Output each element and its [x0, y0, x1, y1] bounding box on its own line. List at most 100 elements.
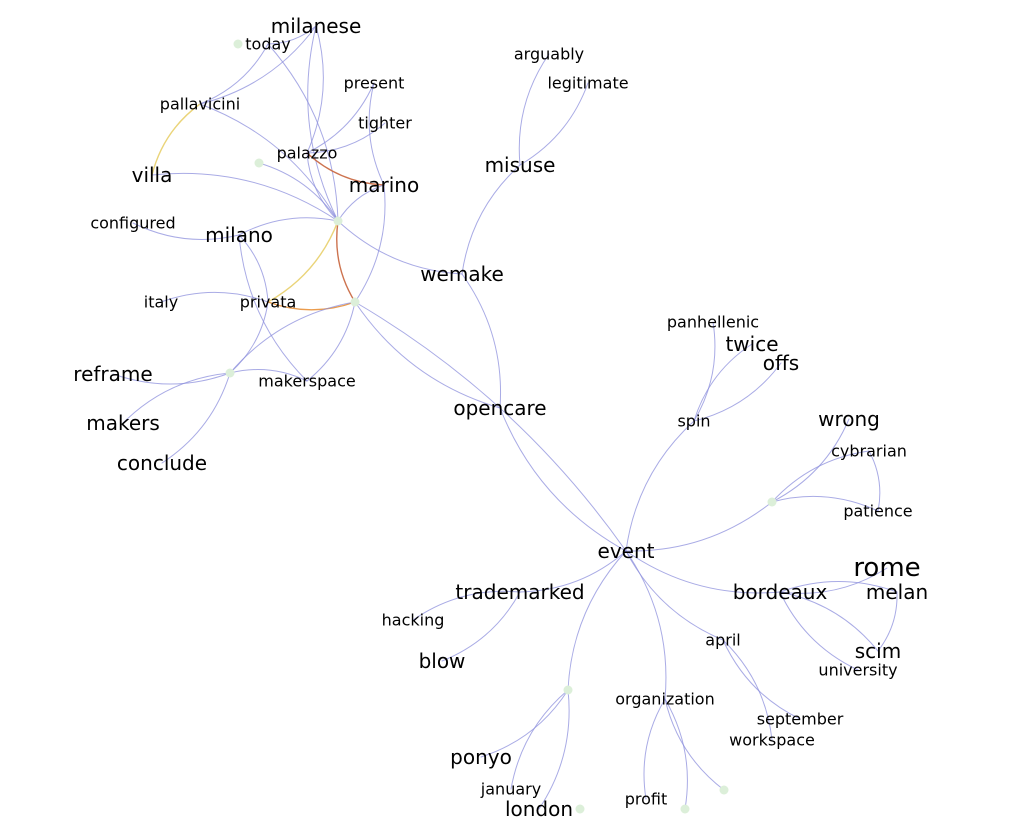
- node-label-misuse: misuse: [485, 153, 556, 177]
- edge-present-marino: [368, 82, 385, 186]
- node-dot-hub_d: [225, 368, 235, 378]
- edge-privata-hub_c: [267, 301, 356, 311]
- edge-hub_b-privata: [267, 220, 339, 303]
- edge-hub_f-london: [538, 689, 570, 810]
- edge-milanese-hub_b: [307, 25, 339, 222]
- node-dot-hub_g: [680, 804, 690, 814]
- edge-hub_c-opencare: [354, 301, 501, 409]
- node-label-milano: milano: [205, 223, 273, 247]
- node-dot-hub_e: [767, 497, 777, 507]
- edge-hub_f-ponyo: [480, 689, 569, 758]
- edge-pallavicini-hub_b: [199, 103, 339, 222]
- node-label-twice: twice: [725, 332, 778, 356]
- node-label-tighter: tighter: [358, 114, 412, 133]
- node-label-trademarked: trademarked: [455, 580, 584, 604]
- edge-misuse-wemake: [461, 164, 521, 275]
- node-label-opencare: opencare: [453, 396, 546, 420]
- edge-privata-hub_d: [229, 301, 269, 374]
- edge-cybrarian-patience: [868, 450, 881, 512]
- edge-twice-spin: [693, 343, 753, 422]
- node-label-september: september: [757, 710, 844, 729]
- edge-panhellenic-spin: [693, 321, 716, 422]
- edge-event-bordeaux: [625, 550, 781, 594]
- edge-melan-scim: [877, 591, 898, 652]
- node-label-patience: patience: [843, 502, 912, 521]
- node-label-villa: villa: [132, 163, 173, 187]
- node-label-marino: marino: [349, 173, 419, 197]
- edge-today-pallavicini: [199, 43, 269, 105]
- node-label-present: present: [344, 74, 405, 93]
- node-label-makers: makers: [86, 411, 160, 435]
- edge-makers-hub_d: [122, 372, 231, 424]
- node-label-wrong: wrong: [818, 407, 880, 431]
- edge-organization-hub_h: [664, 698, 725, 791]
- edge-opencare-event: [499, 407, 627, 552]
- edge-hub_c-makerspace: [306, 301, 356, 382]
- edge-event-organization: [625, 550, 667, 700]
- edge-bordeaux-melan: [779, 580, 898, 593]
- edge-marino-hub_b: [337, 184, 385, 222]
- edge-present-palazzo: [306, 82, 375, 154]
- node-label-configured: configured: [90, 214, 175, 233]
- node-dot-hub_h: [719, 785, 729, 795]
- edge-bordeaux-scim: [779, 591, 879, 652]
- edge-reframe-hub_d: [112, 372, 231, 385]
- edge-spin-event: [625, 420, 695, 552]
- node-label-ponyo: ponyo: [450, 745, 512, 769]
- edge-palazzo-hub_b: [306, 152, 339, 222]
- node-label-spin: spin: [677, 412, 710, 431]
- edge-hub_a-hub_b: [258, 162, 339, 222]
- node-label-event: event: [598, 539, 655, 563]
- node-label-layer: milanesetodaypallavicinivillapresenttigh…: [73, 14, 928, 821]
- edge-april-september: [722, 639, 801, 720]
- node-label-scim: scim: [855, 639, 901, 663]
- node-label-italy: italy: [144, 293, 178, 312]
- edge-milano-makerspace: [238, 234, 308, 382]
- node-label-hacking: hacking: [382, 611, 445, 630]
- node-label-rome: rome: [853, 553, 920, 583]
- edge-event-trademarked: [519, 550, 627, 593]
- edge-marino-hub_c: [354, 184, 386, 303]
- edge-organization-hub_g: [664, 698, 688, 810]
- node-label-workspace: workspace: [729, 731, 815, 750]
- node-dot-hub_f: [563, 685, 573, 695]
- node-dot-hub_c: [350, 297, 360, 307]
- edge-conclude-hub_d: [161, 372, 231, 464]
- edge-wrong-hub_e: [771, 418, 850, 503]
- node-label-melan: melan: [866, 580, 928, 604]
- edge-today-hub_b: [267, 43, 339, 222]
- node-label-profit: profit: [625, 790, 668, 809]
- node-label-privata: privata: [240, 293, 297, 312]
- node-label-blow: blow: [419, 649, 466, 673]
- edge-event-april: [625, 550, 724, 641]
- edge-milano-privata: [238, 234, 269, 303]
- node-label-offs: offs: [763, 351, 799, 375]
- edge-hub_e-event: [625, 501, 773, 552]
- edge-trademarked-blow: [441, 591, 521, 662]
- node-label-today: today: [245, 35, 291, 54]
- edge-offs-spin: [693, 362, 782, 422]
- edge-palazzo-marino: [306, 152, 385, 186]
- edge-pallavicini-villa: [151, 103, 201, 176]
- edge-hub_c-hub_d: [229, 301, 356, 374]
- edge-hub_d-makerspace: [229, 369, 308, 382]
- edge-legitimate-misuse: [519, 82, 589, 166]
- edge-villa-hub_b: [151, 172, 339, 222]
- node-label-palazzo: palazzo: [277, 144, 338, 163]
- node-label-cybrarian: cybrarian: [831, 442, 907, 461]
- edge-italy-privata: [160, 291, 269, 303]
- edge-layer: [112, 25, 898, 810]
- node-label-bordeaux: bordeaux: [733, 580, 828, 604]
- node-label-conclude: conclude: [117, 451, 207, 475]
- edge-patience-hub_e: [771, 495, 879, 512]
- edge-event-hub_f: [567, 550, 627, 691]
- node-label-january: january: [480, 780, 541, 799]
- edge-bordeaux-university: [779, 591, 859, 671]
- edge-milano-hub_b: [238, 217, 339, 236]
- edge-tighter-palazzo: [306, 122, 386, 154]
- node-label-makerspace: makerspace: [258, 372, 355, 391]
- edge-hub_f-january: [510, 689, 569, 790]
- node-dot-hub_b: [333, 216, 343, 226]
- node-label-pallavicini: pallavicini: [160, 95, 240, 114]
